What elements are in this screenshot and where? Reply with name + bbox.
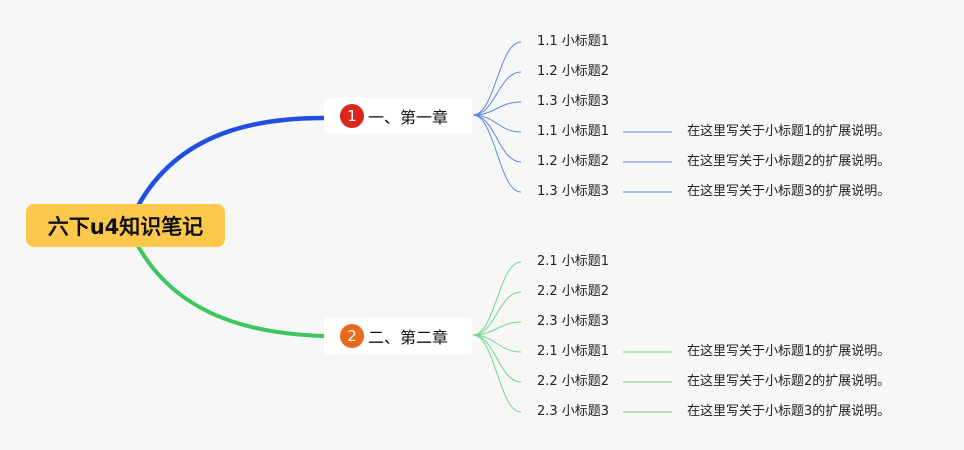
leaf-connector-c2-2 (472, 291, 522, 336)
leaf-connector-c1-3 (472, 101, 522, 116)
subtopic-2-3[interactable]: 2.3 小标题3 (537, 314, 610, 329)
note-1-3[interactable]: 在这里写关于小标题3的扩展说明。 (687, 184, 891, 199)
root-topic-label: 六下u4知识笔记 (47, 214, 204, 239)
subtopic-2-3-detailed[interactable]: 2.3 小标题3 (537, 404, 610, 419)
priority-2-icon: 2 (340, 324, 364, 348)
leaf-connector-c2-3 (472, 321, 522, 336)
branch-line-chapter-2 (136, 244, 326, 338)
note-1-2[interactable]: 在这里写关于小标题2的扩展说明。 (687, 154, 891, 169)
chapter-2-label: 二、第二章 (368, 328, 449, 347)
subtopic-2-1[interactable]: 2.1 小标题1 (537, 254, 610, 269)
subtopic-1-3[interactable]: 1.3 小标题3 (537, 94, 610, 109)
leaf-connector-c2-6 (472, 334, 522, 413)
subtopic-1-2-detailed[interactable]: 1.2 小标题2 (537, 154, 610, 169)
leaf-connector-c1-5 (472, 114, 522, 163)
note-2-2[interactable]: 在这里写关于小标题2的扩展说明。 (687, 374, 891, 389)
subtopic-1-2[interactable]: 1.2 小标题2 (537, 64, 610, 79)
leaf-connector-c2-5 (472, 334, 522, 383)
note-2-1[interactable]: 在这里写关于小标题1的扩展说明。 (687, 344, 891, 359)
chapter-1-label: 一、第一章 (368, 108, 449, 127)
leaf-connector-c1-1 (472, 41, 522, 116)
root-topic[interactable]: 六下u4知识笔记 (26, 204, 225, 247)
leaf-connector-c2-1 (472, 261, 522, 336)
chapter-2-topic[interactable]: 2 二、第二章 (324, 318, 472, 354)
subtopic-2-1-detailed[interactable]: 2.1 小标题1 (537, 344, 610, 359)
leaf-connector-c1-2 (472, 71, 522, 116)
chapter-1-topic[interactable]: 1 一、第一章 (324, 98, 472, 134)
note-2-3[interactable]: 在这里写关于小标题3的扩展说明。 (687, 404, 891, 419)
branch-line-chapter-1 (135, 115, 327, 209)
leaf-connector-c1-6 (472, 114, 522, 193)
subtopic-2-2[interactable]: 2.2 小标题2 (537, 284, 610, 299)
subtopic-1-1-detailed[interactable]: 1.1 小标题1 (537, 124, 610, 139)
note-1-1[interactable]: 在这里写关于小标题1的扩展说明。 (687, 124, 891, 139)
priority-1-icon: 1 (340, 104, 364, 128)
subtopic-2-2-detailed[interactable]: 2.2 小标题2 (537, 374, 610, 389)
subtopic-1-3-detailed[interactable]: 1.3 小标题3 (537, 184, 610, 199)
subtopic-1-1[interactable]: 1.1 小标题1 (537, 34, 610, 49)
